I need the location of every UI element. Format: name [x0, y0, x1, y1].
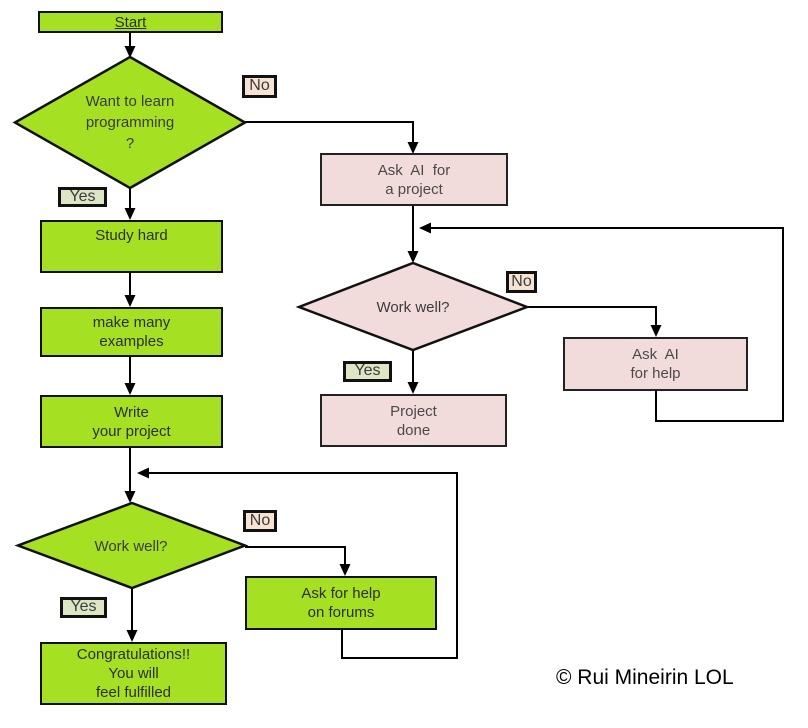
connector-study-to-examples: [124, 273, 136, 307]
label-no-want-learn-text: No: [249, 77, 270, 94]
connector-no-to-forums: [245, 546, 351, 576]
connector-no-to-ask-ai-project: [245, 121, 419, 154]
label-no-work-well-self-text: No: [249, 511, 271, 529]
process-make-examples-line2: examples: [99, 333, 164, 350]
process-write-project-line1: Write: [114, 403, 149, 421]
label-yes-work-well-ai: Yes: [343, 361, 392, 382]
process-ask-forums-line1: Ask for help: [301, 585, 381, 602]
process-project-done-line1: Project: [390, 402, 437, 420]
label-yes-work-well-ai-text: Yes: [354, 362, 381, 379]
label-no-work-well-self: No: [243, 510, 277, 532]
connector-forums-loop-back: [137, 467, 458, 659]
process-ask-ai-help: Ask AI for help: [563, 337, 748, 391]
process-study-hard-label: Study hard: [95, 227, 168, 244]
start-node-label: Start: [114, 13, 147, 31]
label-no-work-well-ai-text: No: [511, 272, 532, 290]
process-ask-ai-project: Ask AI for a project: [320, 153, 508, 206]
connector-ai-help-loop-back: [419, 222, 784, 422]
process-ask-forums-line2: on forums: [307, 604, 375, 621]
start-node: Start: [38, 11, 223, 33]
process-write-project: Write your project: [40, 395, 223, 448]
process-ask-ai-project-line2: a project: [385, 180, 443, 198]
process-study-hard: Study hard: [40, 220, 223, 273]
process-ask-ai-help-line1: Ask AI: [632, 346, 679, 363]
process-ask-forums: Ask for help on forums: [245, 576, 437, 630]
label-no-work-well-ai: No: [506, 271, 537, 293]
decision-want-to-learn-shape: [12, 55, 248, 190]
process-project-done: Project done: [320, 394, 507, 447]
copyright-text: © Rui Mineirin LOL: [556, 666, 734, 689]
label-yes-want-learn-text: Yes: [69, 187, 96, 205]
process-ask-ai-project-line1: Ask AI for: [377, 161, 451, 179]
label-yes-want-learn: Yes: [58, 187, 107, 207]
connector-project-to-work-well-ai: [407, 206, 419, 263]
process-congratulations-line3: feel fulfilled: [95, 684, 172, 701]
decision-work-well-ai-shape: [295, 261, 531, 352]
process-write-project-line2: your project: [92, 422, 171, 440]
connector-no-to-ask-ai-help: [527, 306, 662, 337]
decision-work-well-self-shape: [14, 501, 249, 590]
label-no-want-learn: No: [242, 75, 277, 98]
connector-yes-to-project-done: [407, 350, 419, 394]
label-yes-work-well-self-text: Yes: [70, 598, 97, 615]
process-make-examples: make many examples: [40, 307, 223, 357]
connector-start-to-want-learn: [124, 33, 136, 58]
process-congratulations: Congratulations!! You will feel fulfille…: [40, 642, 227, 705]
process-make-examples-line1: make many: [92, 314, 171, 331]
process-project-done-line2: done: [396, 421, 431, 439]
connector-yes-to-congrats: [126, 588, 138, 642]
connector-yes-to-study-hard: [124, 188, 136, 220]
connector-write-to-work-well: [124, 448, 136, 503]
label-yes-work-well-self: Yes: [60, 597, 107, 618]
process-congratulations-line1: Congratulations!!: [76, 646, 191, 663]
connector-examples-to-write: [124, 357, 136, 395]
process-congratulations-line2: You will: [108, 665, 159, 682]
process-ask-ai-help-line2: for help: [630, 365, 681, 382]
